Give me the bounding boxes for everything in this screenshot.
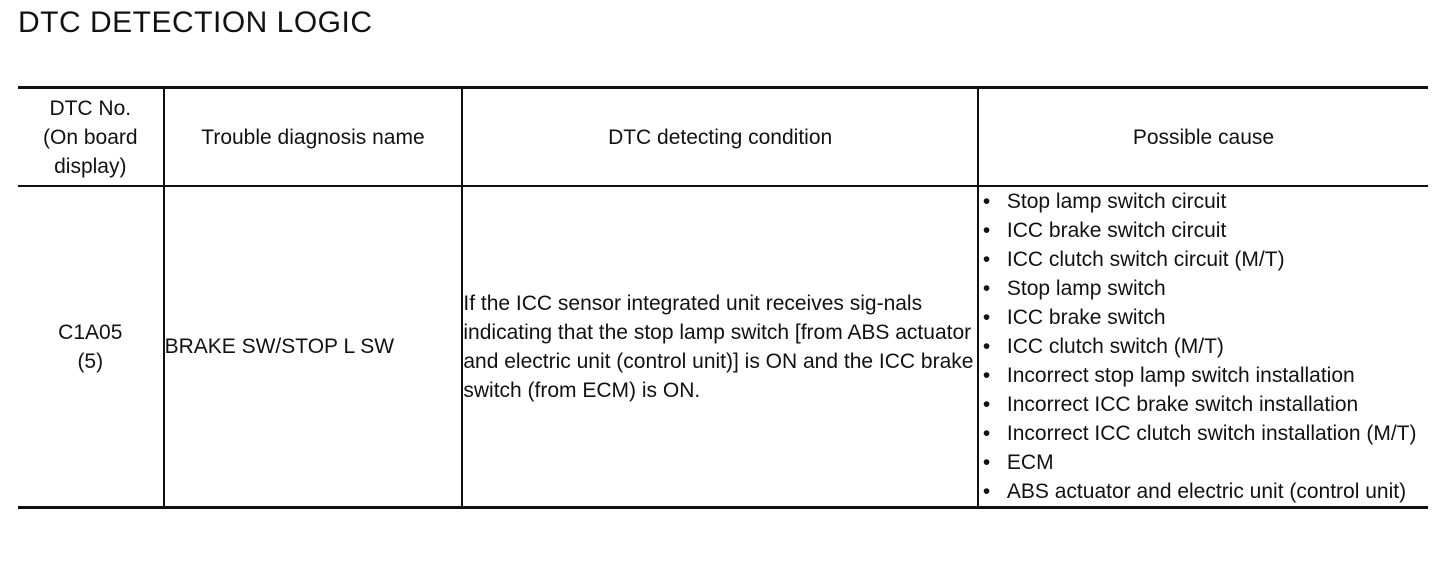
bullet-icon: • (982, 248, 991, 271)
possible-cause-cell: • Stop lamp switch circuit • ICC brake swi… (976, 186, 1428, 508)
list-item: • ICC clutch switch (M/T) (979, 332, 1428, 361)
header-dtc-no-line1: DTC No. (49, 96, 132, 120)
list-item: • Incorrect stop lamp switch installation (979, 361, 1428, 390)
list-item: • Stop lamp switch (979, 274, 1428, 303)
table-header-row: DTC No. (On board display) Trouble diagn… (18, 87, 1428, 187)
header-dtc-detecting-condition: DTC detecting condition (461, 87, 978, 186)
dtc-no-cell: C1A05 (5) (18, 186, 164, 508)
table-row: C1A05 (5) BRAKE SW/STOP L SW If the ICC … (18, 186, 1428, 508)
cause-text: Stop lamp switch (1006, 277, 1166, 300)
bullet-icon: • (982, 393, 991, 416)
header-dtc-no-line3: display) (54, 154, 127, 178)
bullet-icon: • (982, 364, 991, 387)
list-item: • ICC clutch switch circuit (M/T) (979, 245, 1428, 274)
bullet-icon: • (982, 335, 991, 358)
cause-text: ICC brake switch (1006, 306, 1166, 329)
bullet-icon: • (982, 422, 991, 445)
list-item: • Incorrect ICC brake switch installation (979, 390, 1428, 419)
cause-text: Incorrect ICC clutch switch installation… (1006, 422, 1417, 445)
list-item: • ICC brake switch (979, 303, 1428, 332)
bullet-icon: • (982, 480, 991, 503)
list-item: • Incorrect ICC clutch switch installatio… (979, 419, 1428, 448)
list-item: • ABS actuator and electric unit (control… (979, 477, 1428, 506)
cause-text: Stop lamp switch circuit (1006, 190, 1227, 213)
header-trouble-diagnosis-name: Trouble diagnosis name (162, 87, 463, 186)
header-dtc-no: DTC No. (On board display) (18, 88, 164, 187)
cause-text: ECM (1006, 451, 1054, 474)
header-possible-cause: Possible cause (976, 87, 1428, 186)
bullet-icon: • (982, 219, 991, 242)
dtc-code: C1A05 (58, 320, 123, 344)
cause-text: Incorrect ICC brake switch installation (1006, 393, 1359, 416)
bullet-icon: • (982, 306, 991, 329)
list-item: • ICC brake switch circuit (979, 216, 1428, 245)
dtc-display-number: (5) (77, 349, 104, 373)
bullet-icon: • (982, 190, 991, 213)
dtc-detecting-condition-cell: If the ICC sensor integrated unit receiv… (461, 186, 978, 508)
cause-text: ICC clutch switch (M/T) (1006, 335, 1224, 358)
cause-text: ICC brake switch circuit (1006, 219, 1227, 242)
trouble-diagnosis-name-cell: BRAKE SW/STOP L SW (162, 186, 463, 508)
cause-text: ICC clutch switch circuit (M/T) (1006, 248, 1285, 271)
page-title: DTC DETECTION LOGIC (18, 6, 373, 39)
header-dtc-no-line2: (On board (43, 125, 138, 149)
bullet-icon: • (982, 451, 991, 474)
cause-text: ABS actuator and electric unit (control … (1006, 480, 1407, 503)
list-item: • Stop lamp switch circuit (979, 187, 1428, 216)
possible-cause-list: • Stop lamp switch circuit • ICC brake swi… (979, 187, 1428, 506)
cause-text: Incorrect stop lamp switch installation (1006, 364, 1355, 387)
bullet-icon: • (982, 277, 991, 300)
dtc-table: DTC No. (On board display) Trouble diagn… (18, 86, 1428, 509)
list-item: • ECM (979, 448, 1428, 477)
